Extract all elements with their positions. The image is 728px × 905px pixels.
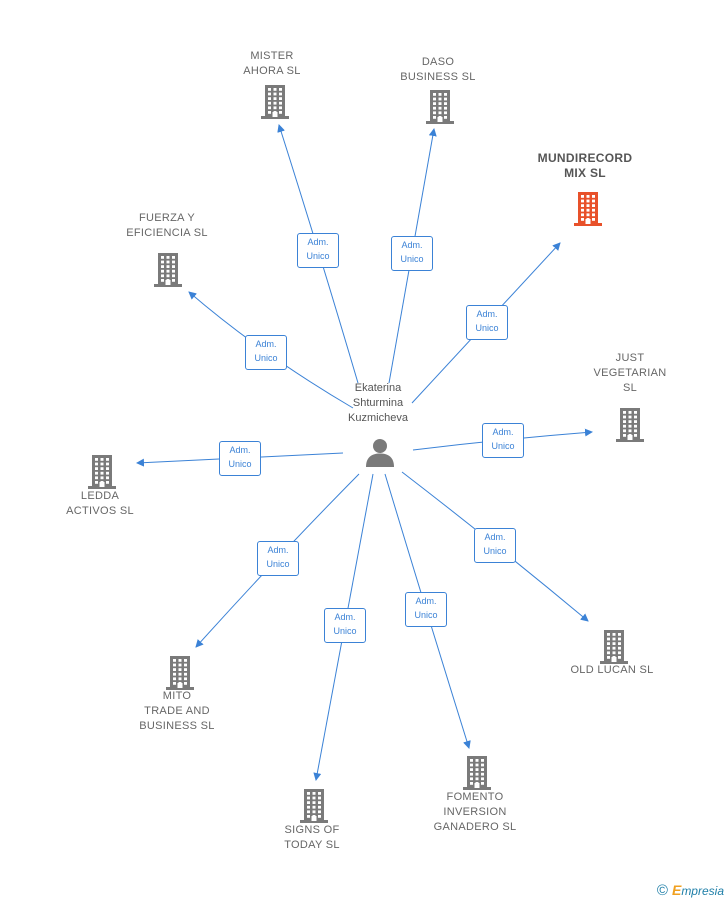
edge-label-line: Adm. [484, 532, 506, 542]
company-node-daso-business[interactable] [425, 89, 455, 130]
edge-label-line: Adm. [415, 596, 437, 606]
company-label-line: FOMENTO [446, 791, 504, 803]
edge-label-line: Unico [483, 546, 507, 556]
person-name-line: Kuzmicheva [348, 412, 408, 424]
company-label-mister-ahora[interactable]: MISTER AHORA SL [192, 49, 352, 79]
company-label-line: MIX SL [564, 166, 606, 180]
edge-label-line: Unico [254, 353, 278, 363]
company-label-fomento-inversion[interactable]: FOMENTO INVERSION GANADERO SL [395, 790, 555, 835]
company-label-daso-business[interactable]: DASO BUSINESS SL [358, 55, 518, 85]
building-icon [166, 656, 194, 690]
company-label-fuerza-y-eficiencia[interactable]: FUERZA Y EFICIENCIA SL [87, 211, 247, 241]
edge-label-mister-ahora[interactable]: Adm. Unico [297, 233, 339, 268]
building-icon [616, 408, 644, 442]
company-label-line: SIGNS OF [284, 824, 340, 836]
person-name-line: Ekaterina [354, 382, 402, 394]
company-label-line: JUST [615, 352, 645, 364]
company-node-mister-ahora[interactable] [260, 84, 290, 125]
edge-label-line: Adm. [307, 237, 329, 247]
company-label-ledda-activos[interactable]: LEDDA ACTIVOS SL [20, 489, 180, 519]
company-node-fomento-inversion[interactable] [462, 755, 492, 796]
company-label-line: DASO [421, 56, 455, 68]
company-label-line: ACTIVOS SL [66, 505, 134, 517]
company-node-just-vegetarian[interactable] [615, 407, 645, 448]
edge-label-fomento-inversion[interactable]: Adm. Unico [405, 592, 447, 627]
building-icon [600, 630, 628, 664]
edge-label-daso-business[interactable]: Adm. Unico [391, 236, 433, 271]
company-label-line: AHORA SL [243, 65, 301, 77]
edge-label-old-lucan[interactable]: Adm. Unico [474, 528, 516, 563]
company-label-line: EFICIENCIA SL [126, 227, 208, 239]
edge-label-line: Unico [491, 441, 515, 451]
company-label-just-vegetarian[interactable]: JUST VEGETARIAN SL [550, 351, 710, 396]
company-node-ledda-activos[interactable] [87, 454, 117, 495]
edge-label-fuerza-y-eficiencia[interactable]: Adm. Unico [245, 335, 287, 370]
edge-label-line: Unico [400, 254, 424, 264]
edge-label-line: Unico [475, 323, 499, 333]
edge-label-line: Unico [306, 251, 330, 261]
edge-label-line: Adm. [255, 339, 277, 349]
company-label-line: FUERZA Y [139, 212, 195, 224]
company-node-mundirecord-mix[interactable] [573, 191, 603, 232]
edge-label-line: Adm. [401, 240, 423, 250]
edge-label-line: Adm. [334, 612, 356, 622]
edge-label-line: Unico [266, 559, 290, 569]
company-label-line: OLD LUCAN SL [570, 664, 654, 676]
company-node-mito-trade[interactable] [165, 655, 195, 696]
edge-label-line: Unico [414, 610, 438, 620]
brand-initial: E [671, 882, 682, 898]
building-icon [426, 90, 454, 124]
edge-label-line: Unico [333, 626, 357, 636]
company-label-line: TODAY SL [284, 839, 340, 851]
person-icon [366, 439, 394, 467]
building-icon [88, 455, 116, 489]
edge-label-line: Adm. [267, 545, 289, 555]
building-icon [463, 756, 491, 790]
company-label-mito-trade[interactable]: MITO TRADE AND BUSINESS SL [97, 689, 257, 734]
edge-label-line: Adm. [229, 445, 251, 455]
edge-label-line: Adm. [492, 427, 514, 437]
person-node[interactable] [364, 436, 396, 473]
company-label-old-lucan[interactable]: OLD LUCAN SL [532, 663, 692, 678]
brand-name: mpresia [681, 884, 724, 898]
company-node-old-lucan[interactable] [599, 629, 629, 670]
edge-label-ledda-activos[interactable]: Adm. Unico [219, 441, 261, 476]
building-icon [154, 253, 182, 287]
building-icon [300, 789, 328, 823]
edge-label-just-vegetarian[interactable]: Adm. Unico [482, 423, 524, 458]
copyright-symbol: © [656, 882, 668, 899]
company-label-line: LEDDA [80, 490, 120, 502]
company-label-line: MITO [162, 690, 192, 702]
company-node-signs-of-today[interactable] [299, 788, 329, 829]
company-label-signs-of-today[interactable]: SIGNS OF TODAY SL [232, 823, 392, 853]
company-label-line: SL [622, 382, 638, 394]
company-label-line: VEGETARIAN [593, 367, 667, 379]
edge-label-signs-of-today[interactable]: Adm. Unico [324, 608, 366, 643]
company-label-line: BUSINESS SL [400, 71, 476, 83]
edge-label-mito-trade[interactable]: Adm. Unico [257, 541, 299, 576]
company-label-line: GANADERO SL [433, 821, 517, 833]
company-label-line: INVERSION [443, 806, 507, 818]
building-icon [261, 85, 289, 119]
company-label-line: TRADE AND [144, 705, 210, 717]
footer-brand[interactable]: ©Empresia [657, 882, 724, 899]
company-label-line: MISTER [250, 50, 294, 62]
edge-label-mundirecord-mix[interactable]: Adm. Unico [466, 305, 508, 340]
company-node-fuerza-y-eficiencia[interactable] [153, 252, 183, 293]
person-name-line: Shturmina [352, 397, 404, 409]
company-label-line: BUSINESS SL [139, 720, 215, 732]
edge-label-line: Unico [228, 459, 252, 469]
company-label-line: MUNDIRECORD [537, 151, 633, 165]
building-icon [574, 192, 602, 226]
edge-label-line: Adm. [476, 309, 498, 319]
